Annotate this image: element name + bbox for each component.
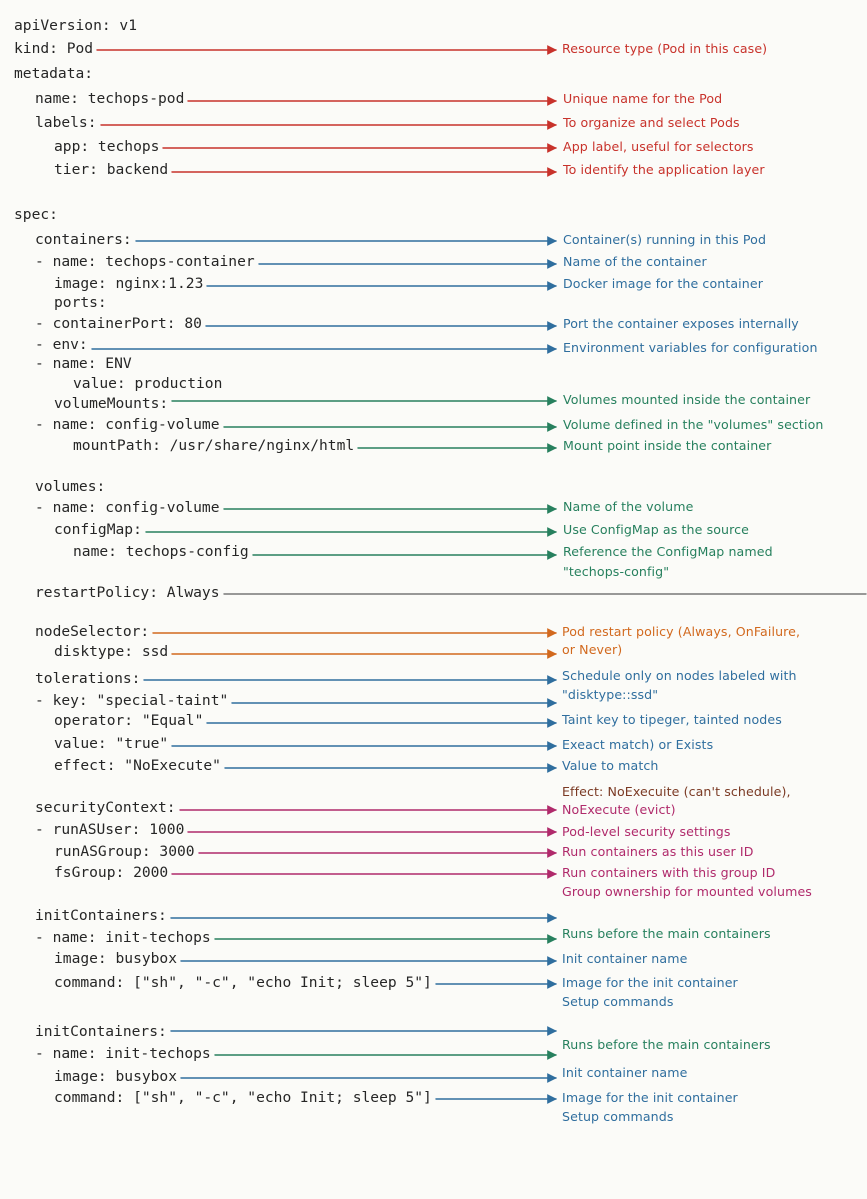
code-line-init-image-2: image: busybox: [54, 1068, 178, 1085]
annotation-run-group: Run containers with this group ID: [562, 865, 776, 880]
code-line-init-name-1: - name: init-techops: [35, 929, 211, 946]
code-line-init-command-1: command: ["sh", "-c", "echo Init; sleep …: [54, 974, 432, 991]
annotation-docker-image: Docker image for the container: [563, 276, 763, 291]
code-line-meta-name: name: techops-pod: [35, 90, 185, 107]
code-line-env-value: value: production: [73, 375, 223, 392]
annotation-runs-before-1: Runs before the main containers: [562, 926, 771, 941]
annotation-app-label: App label, useful for selectors: [563, 139, 754, 154]
code-line-env-name: - name: ENV: [35, 355, 132, 372]
code-line-volume-mounts: volumeMounts:: [54, 395, 169, 412]
annotation-init-image-1: Image for the init container: [562, 975, 738, 990]
annotation-mount-point: Mount point inside the container: [563, 438, 772, 453]
code-line-init-image-1: image: busybox: [54, 950, 178, 967]
code-line-init-containers-1: initContainers:: [35, 907, 167, 924]
code-line-apiversion: apiVersion: v1: [14, 17, 138, 34]
code-line-label-tier: tier: backend: [54, 161, 169, 178]
code-line-tol-value: value: "true": [54, 735, 169, 752]
annotation-exact-match: Exeact match) or Exists: [562, 737, 714, 752]
annotation-restart-policy-1: Pod restart policy (Always, OnFailure,: [562, 624, 801, 639]
annotation-setup-commands-1: Setup commands: [562, 994, 674, 1009]
annotation-env-vars: Environment variables for configuration: [563, 340, 818, 355]
annotation-volumes-mounted: Volumes mounted inside the container: [563, 392, 811, 407]
annotation-volume-name: Name of the volume: [563, 499, 694, 514]
annotation-container-name: Name of the container: [563, 254, 707, 269]
annotation-init-name-2: Init container name: [562, 1065, 688, 1080]
annotation-runs-before-2: Runs before the main containers: [562, 1037, 771, 1052]
code-line-tol-operator: operator: "Equal": [54, 712, 204, 729]
code-line-init-name-2: - name: init-techops: [35, 1045, 211, 1062]
code-line-run-as-group: runASGroup: 3000: [54, 843, 195, 860]
code-line-metadata: metadata:: [14, 65, 94, 82]
code-line-kind: kind: Pod: [14, 40, 94, 57]
annotation-effect-2: NoExecute (evict): [562, 802, 676, 817]
code-line-tolerations: tolerations:: [35, 670, 141, 687]
code-line-tol-effect: effect: "NoExecute": [54, 757, 221, 774]
annotation-port-exposed: Port the container exposes internally: [563, 316, 799, 331]
code-line-mount-name: - name: config-volume: [35, 416, 220, 433]
code-line-init-containers-2: initContainers:: [35, 1023, 167, 1040]
annotation-app-layer: To identify the application layer: [563, 162, 765, 177]
annotation-reference-configmap-2: "techops-config": [563, 564, 670, 579]
annotation-reference-configmap-1: Reference the ConfigMap named: [563, 544, 773, 559]
code-line-label-app: app: techops: [54, 138, 160, 155]
code-line-volume-name: - name: config-volume: [35, 499, 220, 516]
annotation-effect-1: Effect: NoExecuite (can't schedule),: [562, 784, 791, 799]
annotation-pod-security: Pod-level security settings: [562, 824, 731, 839]
annotation-volume-defined: Volume defined in the "volumes" section: [563, 417, 824, 432]
code-line-security-context: securityContext:: [35, 799, 176, 816]
code-line-init-command-2: command: ["sh", "-c", "echo Init; sleep …: [54, 1089, 432, 1106]
code-line-spec: spec:: [14, 206, 58, 223]
code-line-fs-group: fsGroup: 2000: [54, 864, 169, 881]
code-line-container-image: image: nginx:1.23: [54, 275, 204, 292]
code-line-restart-policy: restartPolicy: Always: [35, 584, 220, 601]
code-line-configmap-name: name: techops-config: [73, 543, 249, 560]
code-line-container-port: - containerPort: 80: [35, 315, 202, 332]
code-line-configmap: configMap:: [54, 521, 142, 538]
annotation-schedule-nodes-2: "disktype::ssd": [562, 687, 659, 702]
code-line-env: - env:: [35, 336, 88, 353]
annotation-setup-commands-2: Setup commands: [562, 1109, 674, 1124]
code-line-containers: containers:: [35, 231, 132, 248]
annotation-run-user: Run containers as this user ID: [562, 844, 754, 859]
annotation-schedule-nodes-1: Schedule only on nodes labeled with: [562, 668, 797, 683]
code-line-disktype: disktype: ssd: [54, 643, 169, 660]
code-line-ports: ports:: [54, 294, 107, 311]
annotation-taint-key: Taint key to tipeger, tainted nodes: [562, 712, 782, 727]
annotation-containers-running: Container(s) running in this Pod: [563, 232, 767, 247]
code-line-labels: labels:: [35, 114, 97, 131]
code-line-mount-path: mountPath: /usr/share/nginx/html: [73, 437, 355, 454]
annotation-value-match: Value to match: [562, 758, 659, 773]
code-line-node-selector: nodeSelector:: [35, 623, 150, 640]
annotation-use-configmap: Use ConfigMap as the source: [563, 522, 749, 537]
code-line-volumes: volumes:: [35, 478, 106, 495]
code-line-tol-key: - key: "special-taint": [35, 692, 229, 709]
annotation-restart-policy-2: or Never): [562, 642, 623, 657]
code-line-container-name: - name: techops-container: [35, 253, 255, 270]
annotation-group-ownership: Group ownership for mounted volumes: [562, 884, 812, 899]
annotation-init-name-1: Init container name: [562, 951, 688, 966]
annotation-unique-name: Unique name for the Pod: [563, 91, 723, 106]
annotation-organize: To organize and select Pods: [563, 115, 740, 130]
code-line-run-as-user: - runASUser: 1000: [35, 821, 185, 838]
annotation-resource-type: Resource type (Pod in this case): [562, 41, 768, 56]
annotation-init-image-2: Image for the init container: [562, 1090, 738, 1105]
